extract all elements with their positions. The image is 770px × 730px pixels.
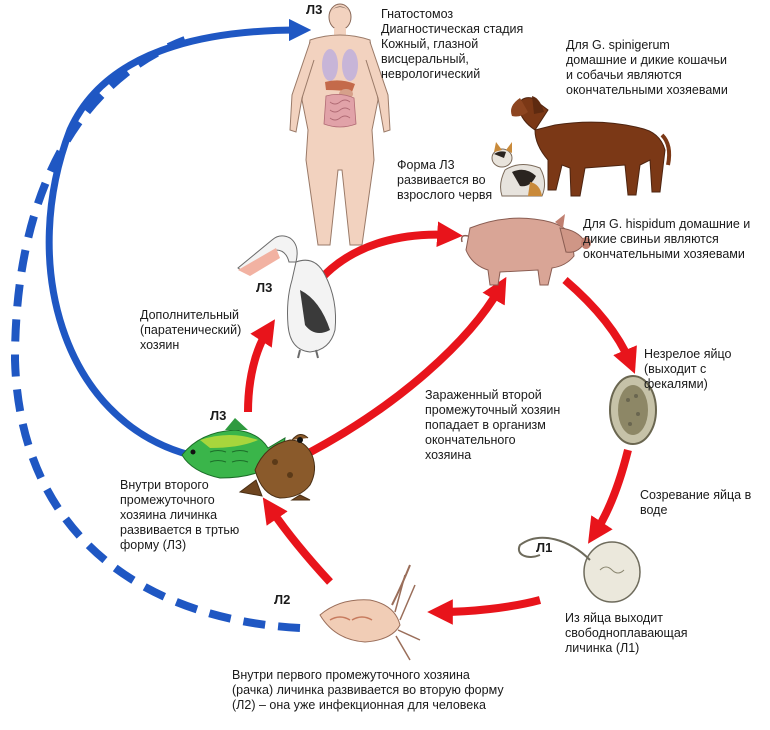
note-egg-embryonation: Созревание яйца в воде	[640, 488, 752, 517]
note-larva-hatching: Из яйца выходит свободноплавающая личинк…	[565, 611, 688, 655]
note-human-disease: Гнатостомоз Диагностическая стадия Кожны…	[381, 7, 524, 81]
frog-illustration	[238, 434, 316, 501]
stage-label-fish: Л3	[210, 408, 227, 423]
human-figure-illustration	[289, 3, 391, 246]
stage-label-pelican: Л3	[256, 280, 273, 295]
copepod-to-fish-arrow	[262, 497, 333, 585]
egg-to-larva-arrow	[588, 449, 632, 544]
note-pig-hosts: Для G. hispidum домашние и дикие свиньи …	[583, 217, 751, 261]
fish-to-human-arrow	[45, 18, 312, 459]
fish-to-pelican-arrow	[244, 319, 275, 413]
note-second-host-eaten: Зараженный второй промежуточный хозяин п…	[425, 388, 561, 462]
frog-to-pig-arrow	[303, 276, 507, 459]
note-first-host-larva: Внутри первого промежуточного хозяина (р…	[232, 668, 504, 712]
dog-illustration	[511, 96, 672, 197]
cat-illustration	[491, 142, 546, 197]
copepod-to-human-dashed-arrow	[10, 36, 301, 632]
note-adult-worm: Форма Л3 развивается во взрослого червя	[397, 158, 493, 202]
egg-illustration	[609, 375, 657, 445]
pelican-illustration	[237, 235, 336, 359]
note-second-host-larva: Внутри второго промежуточного хозяина ли…	[120, 478, 240, 552]
note-paratenic-host: Дополнительный (паратенический) хозяин	[140, 308, 242, 352]
hatched-larva-illustration	[517, 536, 641, 603]
pig-to-egg-arrow	[562, 276, 637, 374]
stage-label-copepod: Л2	[274, 592, 291, 607]
larva-to-copepod-arrow	[427, 596, 542, 625]
copepod-illustration	[319, 564, 421, 661]
note-cat-dog-hosts: Для G. spinigerum домашние и дикие кошач…	[566, 38, 728, 97]
note-immature-egg: Незрелое яйцо (выходит с фекалями)	[644, 347, 732, 391]
stage-label-larva: Л1	[536, 540, 553, 555]
pig-illustration	[460, 214, 591, 286]
pelican-to-pig-arrow	[314, 221, 463, 285]
stage-label-human: Л3	[306, 2, 323, 17]
